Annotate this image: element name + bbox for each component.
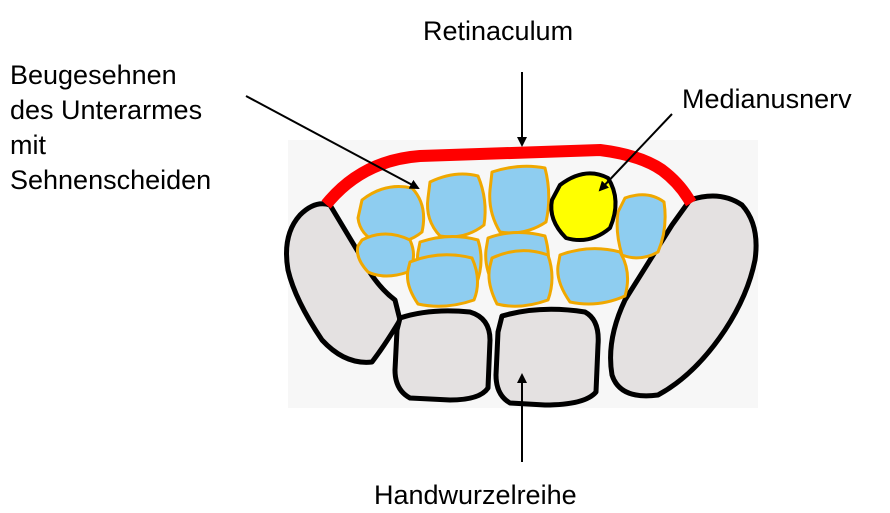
label-median-nerve: Medianusnerv	[682, 82, 852, 117]
label-flexor-tendons: Beugesehnen des Unterarmes mit Sehnensch…	[10, 58, 211, 198]
tendon	[558, 249, 628, 304]
label-flexor-line: Sehnenscheiden	[10, 163, 211, 198]
label-retinaculum: Retinaculum	[423, 14, 573, 49]
label-flexor-line: des Unterarmes	[10, 93, 211, 128]
tendon	[617, 195, 665, 258]
tendon	[490, 166, 549, 233]
tendon	[407, 255, 477, 306]
label-flexor-line: mit	[10, 128, 211, 163]
carpal-bone-center-right	[496, 309, 598, 405]
tendon	[489, 251, 552, 307]
tendon	[357, 234, 413, 276]
label-flexor-line: Beugesehnen	[10, 58, 211, 93]
carpal-bone-center-left	[395, 311, 490, 400]
label-carpal-row: Handwurzelreihe	[374, 478, 577, 513]
tendon	[428, 174, 486, 237]
